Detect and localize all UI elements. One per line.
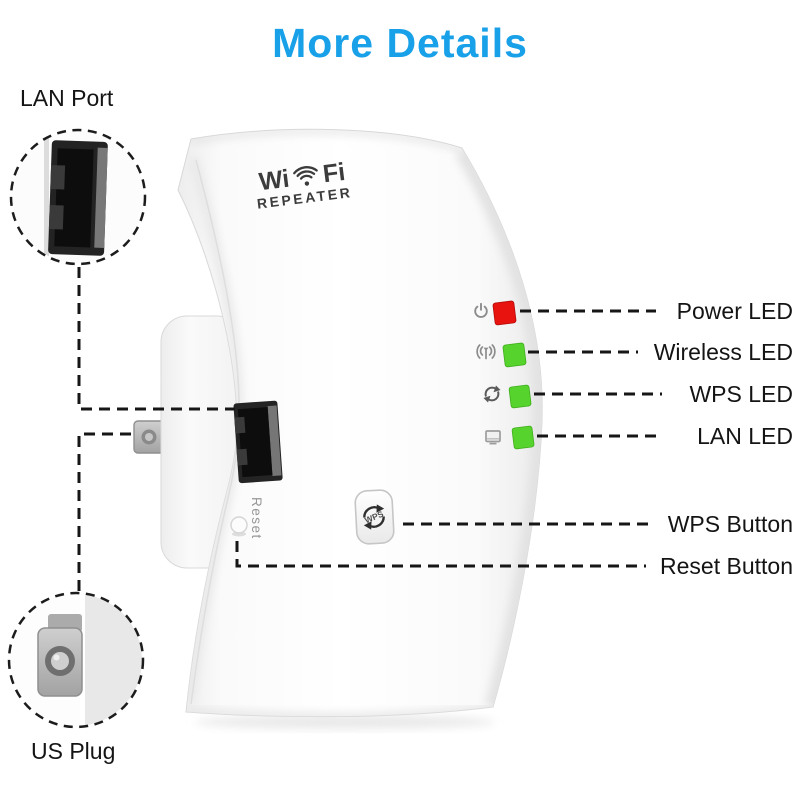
us-plug-leader-line	[77, 432, 131, 591]
us-plug-closeup	[10, 594, 142, 726]
page-title: More Details	[272, 20, 528, 66]
wifi-logo-wi: Wi	[257, 164, 291, 197]
wps-button-label-right: WPS Button	[667, 511, 793, 537]
reset-label: Reset	[249, 497, 264, 540]
lan-led-label: LAN LED	[697, 423, 793, 449]
us-plug-label: US Plug	[31, 738, 116, 764]
wireless-icon	[476, 344, 496, 360]
wifi-logo: Wi Fi REPEATER	[241, 156, 365, 213]
wireless-led-label: Wireless LED	[653, 339, 793, 365]
power-icon	[474, 302, 488, 318]
wireless-led	[502, 342, 527, 368]
plug-blade	[133, 420, 165, 454]
us-plug-callout-circle	[7, 591, 145, 729]
power-led	[492, 300, 517, 326]
lan-port-label: LAN Port	[20, 85, 114, 111]
wps-led-label: WPS LED	[689, 381, 793, 407]
reset-button	[230, 516, 248, 537]
power-led-label: Power LED	[676, 298, 793, 324]
wps-button: WPS	[354, 489, 395, 545]
lan-led	[511, 425, 535, 450]
wps-led	[508, 384, 532, 409]
wifi-logo-fi: Fi	[321, 157, 347, 189]
reset-button-leader-line	[235, 541, 646, 568]
reset-button-label-right: Reset Button	[660, 553, 793, 579]
lan-port	[233, 400, 283, 484]
lan-port-callout-circle	[9, 128, 147, 266]
lan-icon	[485, 430, 501, 445]
wifi-signal-icon	[293, 166, 318, 186]
device-shadow	[195, 715, 495, 729]
lan-port-closeup	[12, 131, 144, 263]
wps-sync-icon	[483, 385, 501, 403]
